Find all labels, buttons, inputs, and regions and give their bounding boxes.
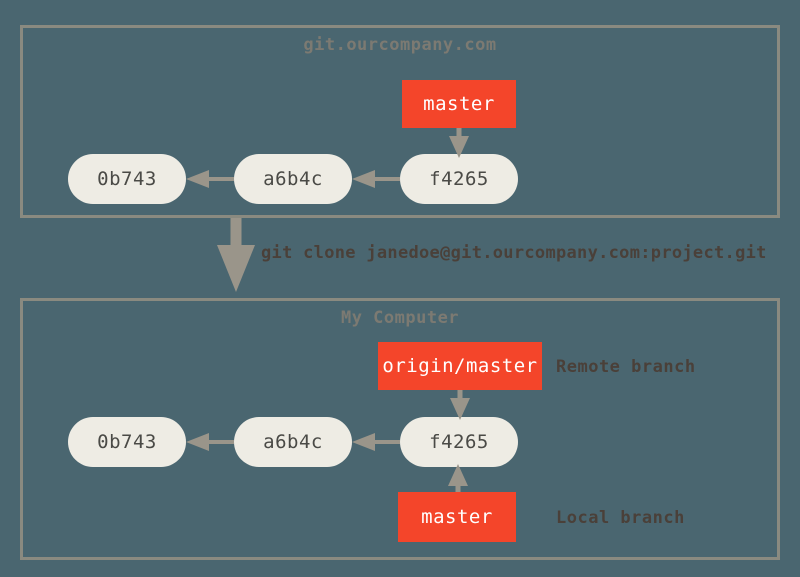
commit-node-0b743-remote: 0b743: [68, 154, 186, 204]
remote-server-title: git.ourcompany.com: [303, 35, 497, 55]
branch-label-remote-master: master: [402, 80, 516, 128]
remote-server-zone: [20, 25, 780, 218]
branch-label-origin-master: origin/master: [378, 342, 542, 390]
commit-node-f4265-remote: f4265: [400, 154, 518, 204]
local-computer-zone: [20, 298, 780, 560]
commit-node-a6b4c-remote: a6b4c: [234, 154, 352, 204]
annotation-remote-branch: Remote branch: [556, 357, 696, 377]
clone-transition-arrow: [217, 218, 255, 292]
commit-node-f4265-local: f4265: [400, 417, 518, 467]
commit-node-0b743-local: 0b743: [68, 417, 186, 467]
clone-command-caption: git clone janedoe@git.ourcompany.com:pro…: [261, 243, 767, 263]
branch-label-local-master: master: [398, 492, 516, 542]
commit-node-a6b4c-local: a6b4c: [234, 417, 352, 467]
annotation-local-branch: Local branch: [556, 508, 685, 528]
local-computer-title: My Computer: [340, 308, 460, 328]
